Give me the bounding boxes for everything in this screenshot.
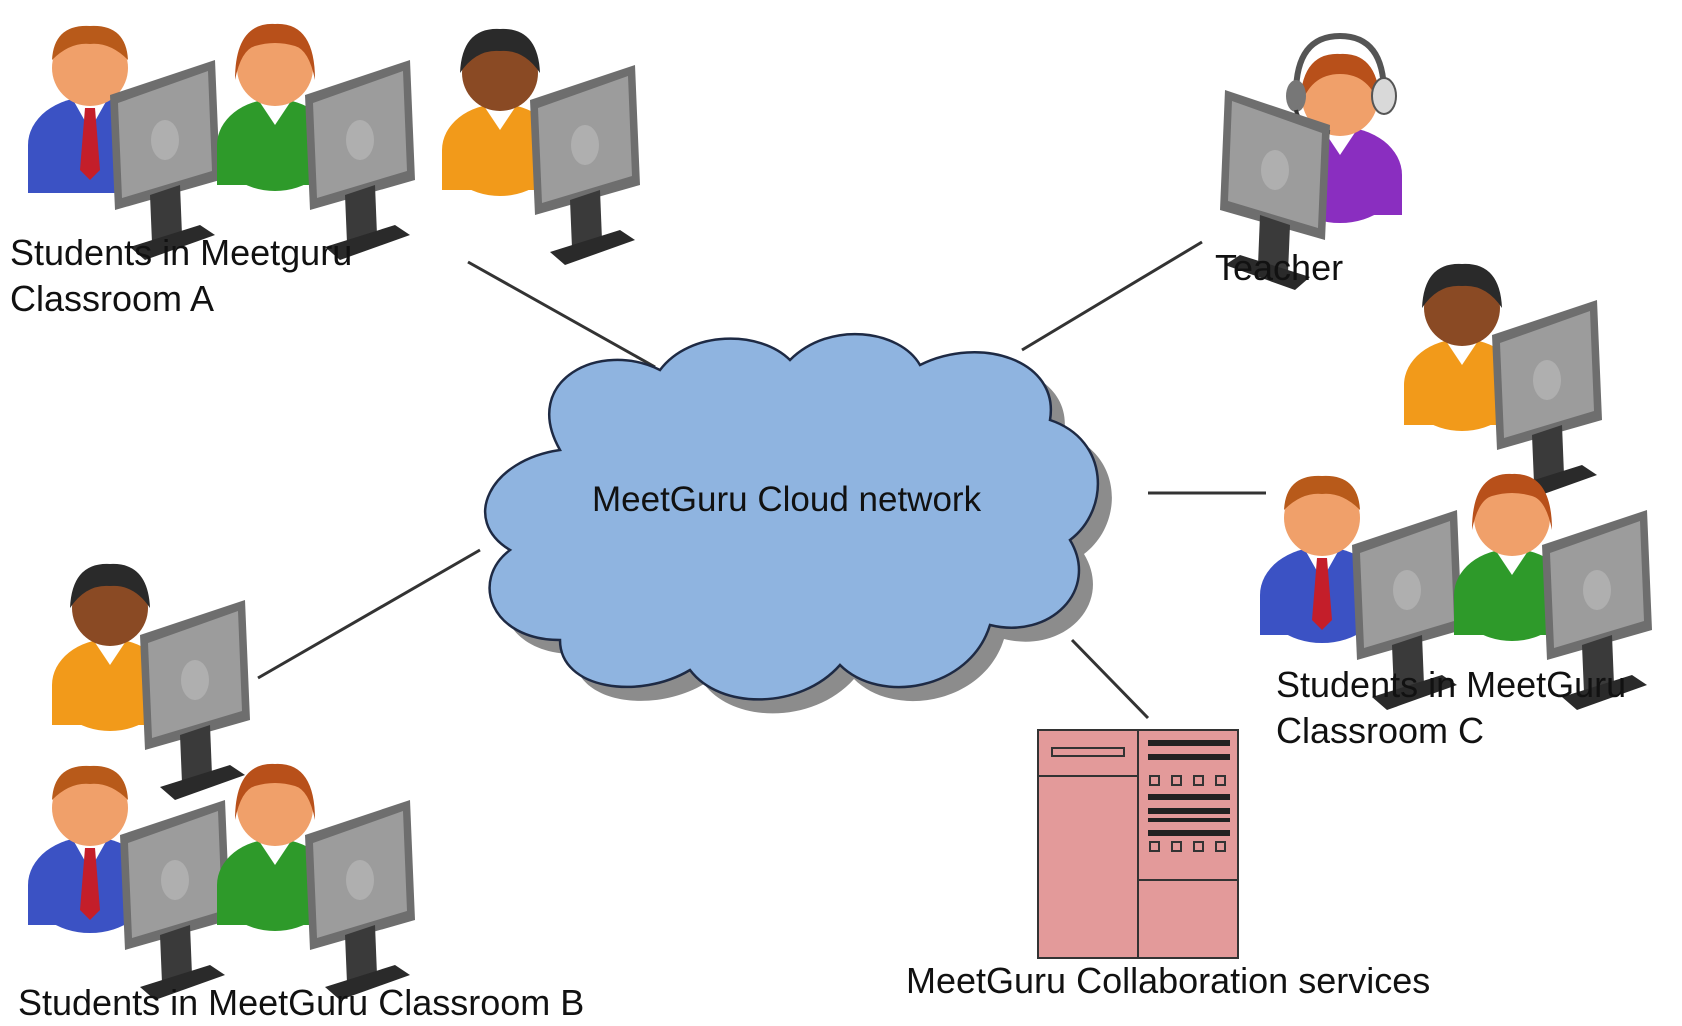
- classroom-c-label-line1: Students in MeetGuru: [1276, 664, 1627, 705]
- classroom-a-label-line2: Classroom A: [10, 278, 215, 319]
- link-classroom-b: [257, 548, 481, 680]
- cloud-icon: [483, 332, 1112, 714]
- teacher-group: [1220, 32, 1402, 290]
- student-icon: [28, 765, 230, 1000]
- classroom-a-label-line1: Students in Meetguru: [10, 232, 353, 273]
- cloud-label: MeetGuru Cloud network: [592, 480, 982, 519]
- server-rack-icon: [1037, 729, 1239, 959]
- classroom-c-group: [1260, 263, 1652, 710]
- student-icon: [442, 28, 640, 265]
- student-icon: [217, 23, 415, 260]
- link-classroom-a: [467, 260, 656, 369]
- classroom-c-label: Students in MeetGuru Classroom C: [1276, 662, 1626, 754]
- classroom-a-label: Students in Meetguru Classroom A: [10, 230, 352, 322]
- student-icon: [217, 763, 415, 1000]
- student-icon: [1260, 475, 1462, 710]
- classroom-b-label: Students in MeetGuru Classroom B: [18, 982, 585, 1023]
- link-teacher: [1021, 240, 1203, 352]
- student-icon: [28, 25, 220, 260]
- connections: [257, 240, 1266, 720]
- student-icon: [1454, 473, 1652, 710]
- classroom-c-label-line2: Classroom C: [1276, 710, 1485, 751]
- student-icon: [1404, 263, 1602, 500]
- student-icon: [52, 563, 250, 800]
- link-services: [1070, 638, 1150, 720]
- services-label: MeetGuru Collaboration services: [906, 960, 1431, 1001]
- teacher-label: Teacher: [1215, 247, 1344, 288]
- classroom-a-group: [28, 23, 640, 265]
- classroom-b-group: [28, 563, 415, 1000]
